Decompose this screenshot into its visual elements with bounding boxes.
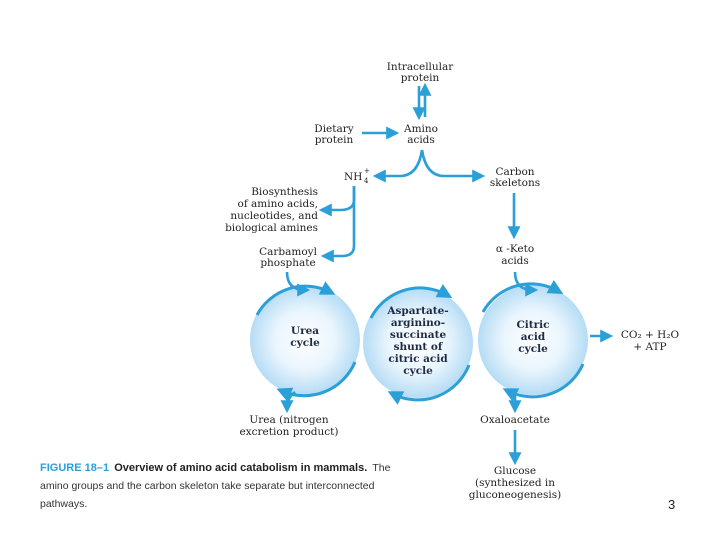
svg-text:Citric: Citric — [516, 319, 549, 331]
node-oxaloacetate: Oxaloacetate — [480, 414, 550, 426]
svg-text:Urea: Urea — [291, 325, 319, 337]
node-dietary-protein: Dietary protein — [314, 123, 353, 146]
urea-cycle-disc — [250, 285, 360, 395]
arrow-amino-to-carbon — [420, 149, 486, 183]
svg-text:+ ATP: + ATP — [633, 341, 666, 353]
svg-text:Biosynthesis: Biosynthesis — [251, 186, 318, 198]
svg-text:nucleotides, and: nucleotides, and — [230, 210, 318, 222]
svg-text:argininо-: argininо- — [391, 317, 445, 329]
page-number: 3 — [668, 497, 676, 512]
svg-text:citric acid: citric acid — [388, 353, 448, 365]
arrow-ketoacids-to-citric — [513, 271, 539, 297]
svg-text:Aspartate-: Aspartate- — [386, 305, 448, 317]
svg-text:acids: acids — [407, 134, 435, 146]
svg-text:(synthesized in: (synthesized in — [475, 477, 555, 489]
arrow-nh4-to-biosynthesis — [318, 186, 356, 217]
citric-cycle-arc-bottom — [502, 363, 585, 402]
svg-text:biological amines: biological amines — [225, 222, 318, 234]
svg-text:cycle: cycle — [290, 337, 320, 349]
svg-text:phosphate: phosphate — [260, 257, 315, 269]
node-urea-product: Urea (nitrogen excretion product) — [240, 414, 339, 438]
svg-text:acids: acids — [501, 255, 529, 267]
citric-acid-cycle-disc — [478, 285, 588, 395]
shunt-arc-bottom — [387, 364, 471, 405]
arrow-carbamoyl-to-urea-cycle — [285, 271, 311, 297]
label-aspartate-shunt: Aspartate- argininо- succinate shunt of … — [386, 305, 448, 377]
arrow-urea-cycle-to-urea — [280, 390, 296, 414]
svg-text:NH: NH — [344, 171, 362, 183]
svg-text:Intracellular: Intracellular — [387, 61, 455, 73]
svg-text:gluconeogenesis): gluconeogenesis) — [469, 489, 562, 501]
svg-text:+: + — [364, 167, 370, 175]
svg-text:Carbamoyl: Carbamoyl — [259, 246, 318, 258]
svg-text:Amino: Amino — [403, 123, 438, 135]
svg-text:protein: protein — [315, 134, 354, 146]
node-biosynthesis: Biosynthesis of amino acids, nucleotides… — [225, 186, 318, 234]
urea-cycle-arc-top — [255, 281, 336, 316]
aspartate-shunt-disc — [363, 288, 473, 398]
node-nh4: NH + 4 — [344, 167, 370, 185]
arrow-amino-to-nh4 — [372, 149, 424, 183]
svg-text:Carbon: Carbon — [495, 166, 534, 178]
node-carbamoyl-phosphate: Carbamoyl phosphate — [259, 246, 318, 269]
citric-cycle-arc-top — [481, 280, 564, 313]
svg-text:succinate: succinate — [390, 329, 447, 341]
svg-text:acid: acid — [521, 331, 546, 343]
svg-text:cycle: cycle — [403, 365, 433, 377]
svg-text:excretion product): excretion product) — [240, 426, 339, 438]
label-urea-cycle: Urea cycle — [290, 325, 320, 349]
svg-text:skeletons: skeletons — [490, 177, 540, 189]
label-citric-acid-cycle: Citric acid cycle — [516, 319, 549, 355]
node-amino-acids: Amino acids — [403, 123, 438, 146]
svg-text:Glucose: Glucose — [494, 465, 536, 477]
svg-text:Dietary: Dietary — [314, 123, 353, 135]
svg-text:Urea (nitrogen: Urea (nitrogen — [249, 414, 328, 426]
shunt-arc-top — [369, 284, 453, 319]
figure-caption: FIGURE 18–1 Overview of amino acid catab… — [40, 458, 400, 512]
svg-text:shunt of: shunt of — [394, 341, 444, 353]
node-carbon-skeletons: Carbon skeletons — [490, 166, 540, 189]
figure-title: Overview of amino acid catabolism in mam… — [114, 462, 368, 474]
svg-text:of amino acids,: of amino acids, — [238, 198, 319, 210]
arrow-nh4-to-carbamoyl — [320, 186, 356, 263]
node-alpha-keto-acids: α -Keto acids — [496, 243, 534, 267]
figure-description: The amino groups and the carbon skeleton… — [40, 462, 391, 510]
node-glucose: Glucose (synthesized in gluconeogenesis) — [469, 465, 562, 501]
svg-text:α -Keto: α -Keto — [496, 243, 534, 255]
node-intracellular-protein: Intracellular protein — [387, 61, 455, 84]
svg-text:cycle: cycle — [518, 343, 548, 355]
node-co2-h2o-atp: CO₂ + H₂O + ATP — [621, 329, 680, 353]
svg-text:CO₂ + H₂O: CO₂ + H₂O — [621, 329, 680, 341]
svg-text:protein: protein — [401, 72, 440, 84]
figure-label: FIGURE 18–1 — [40, 462, 110, 474]
svg-text:4: 4 — [364, 177, 369, 185]
